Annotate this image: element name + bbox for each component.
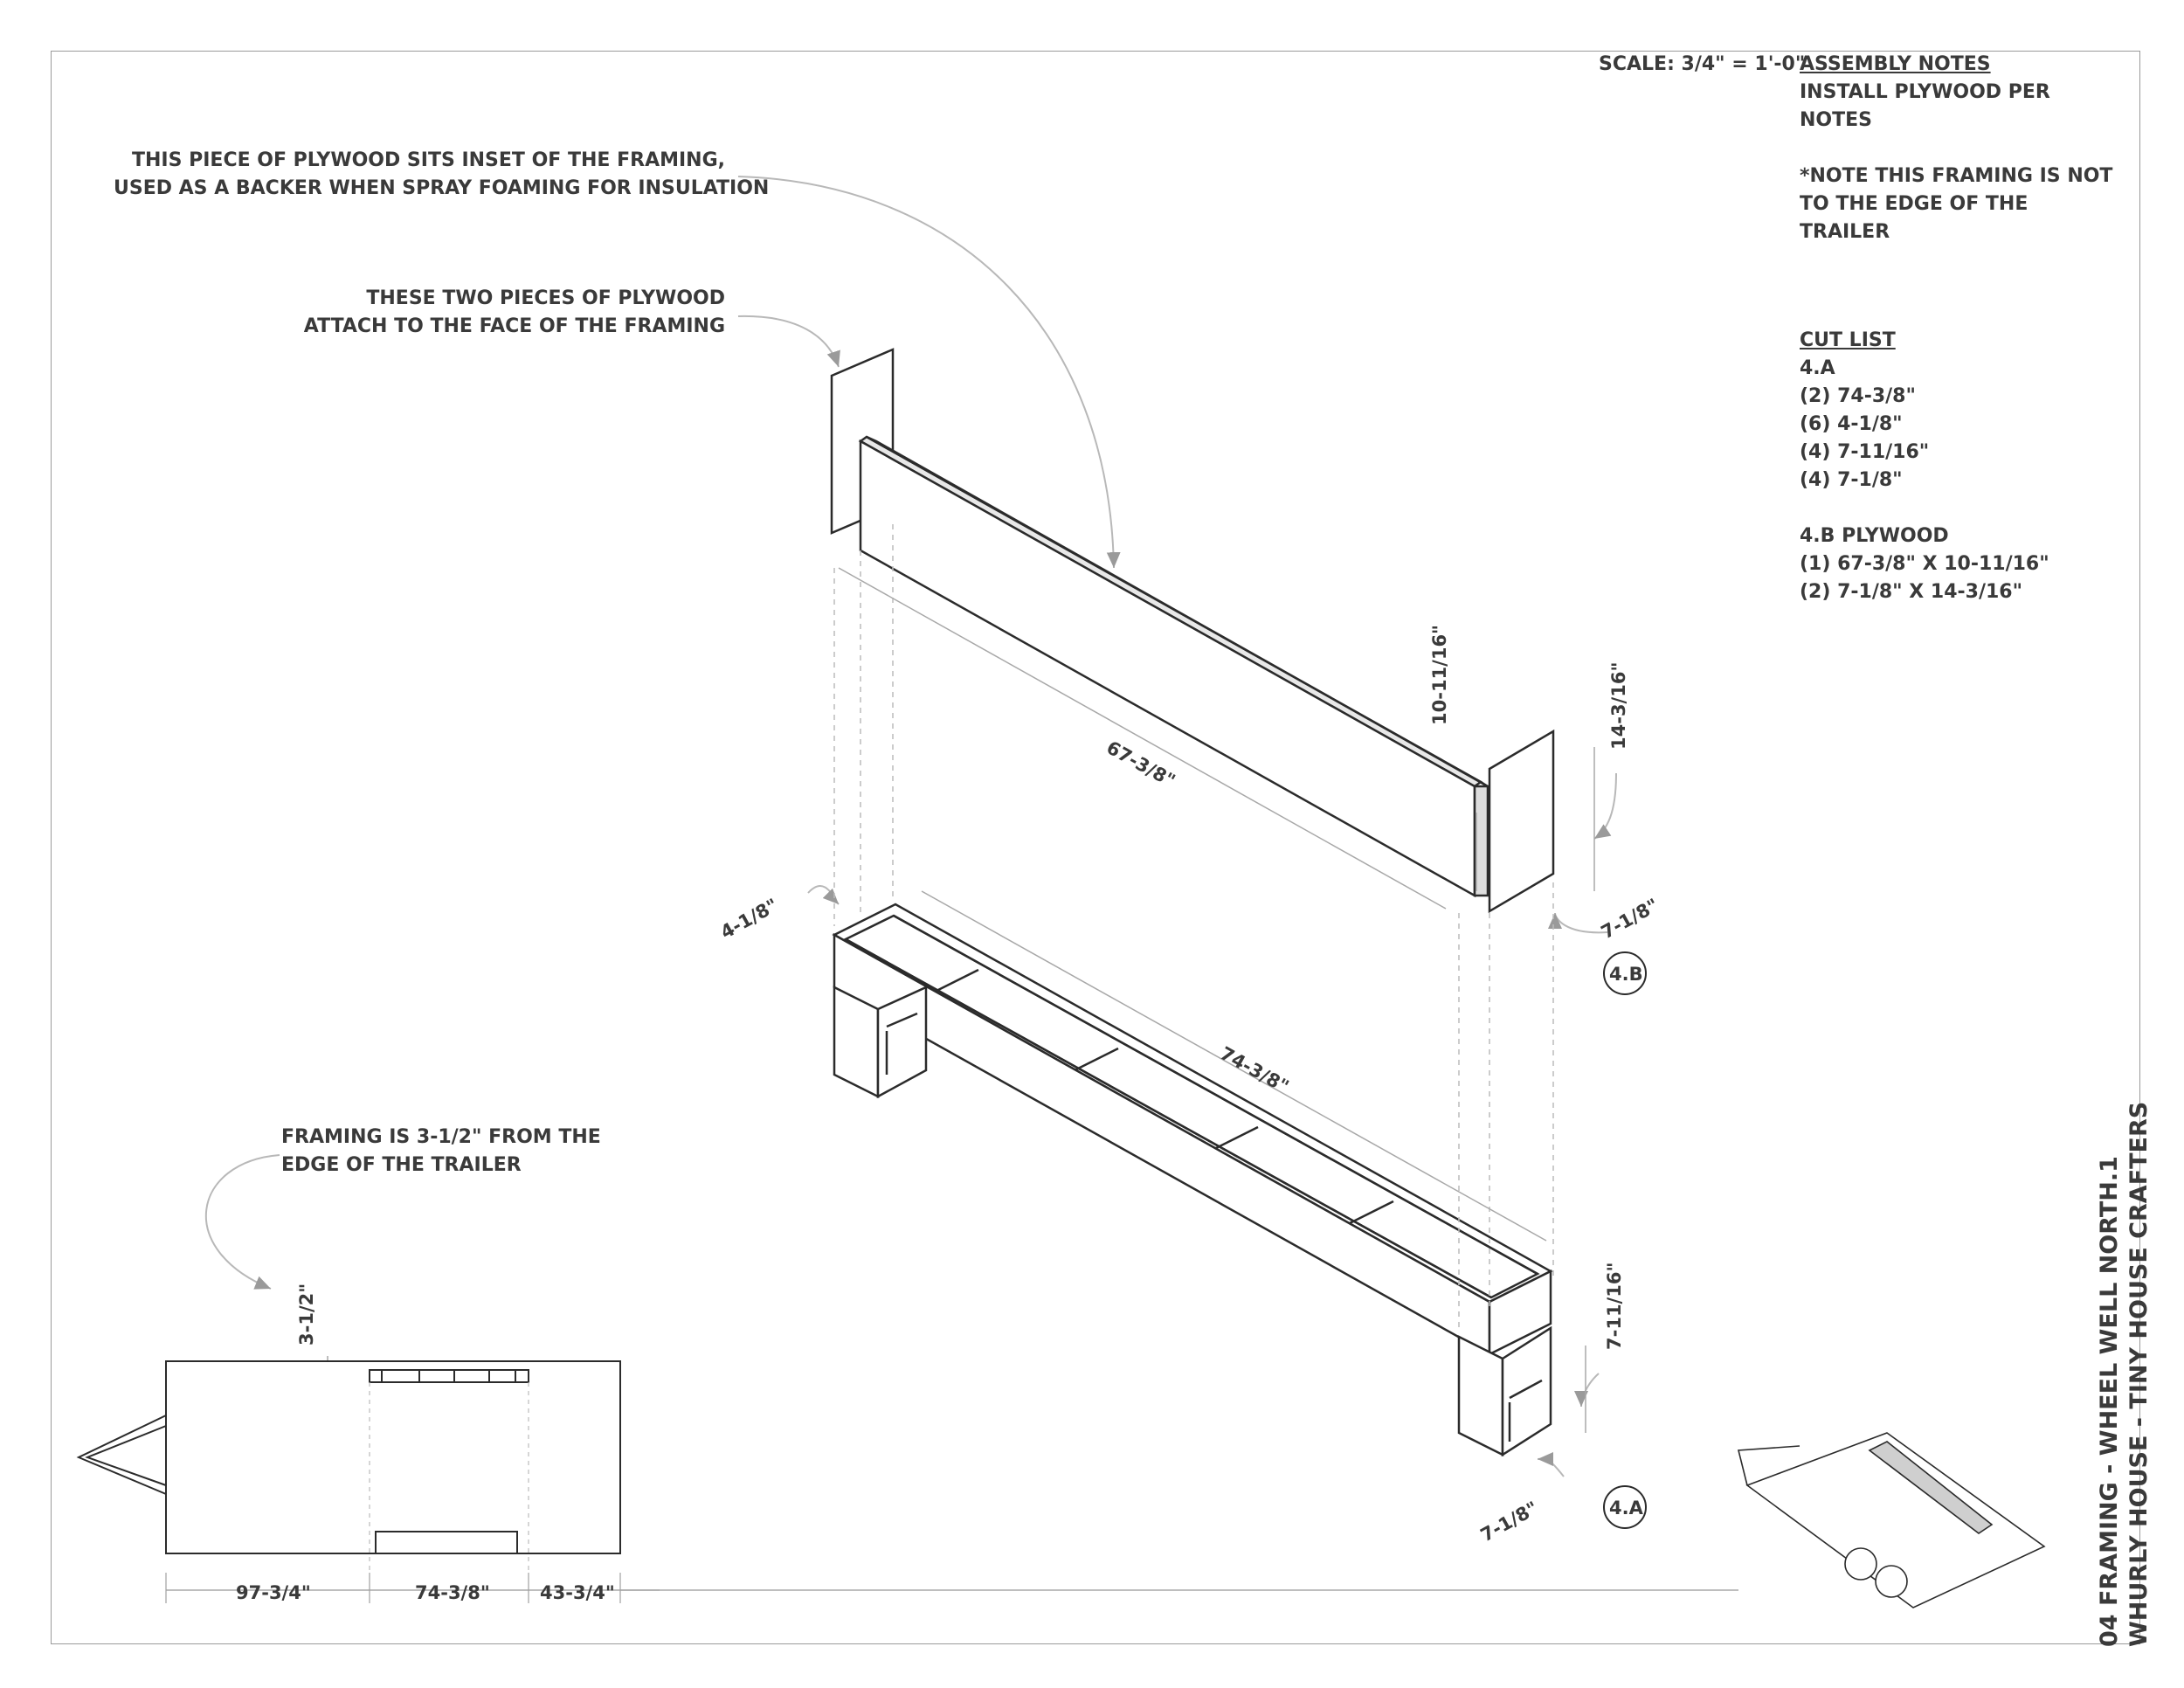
dim-frame-length: 74-3/8" bbox=[1217, 1042, 1293, 1097]
callout-face-plywood: THESE TWO PIECES OF PLYWOOD ATTACH TO TH… bbox=[303, 287, 725, 337]
title-block: 04 FRAMING - WHEEL WELL NORTH.1 WHURLY H… bbox=[2095, 1102, 2154, 1647]
cut-list-item: (2) 7-1/8" X 14-3/16" bbox=[1800, 581, 2023, 603]
dim-plywood-height: 10-11/16" bbox=[1429, 625, 1450, 725]
assembly-note-line: *NOTE THIS FRAMING IS NOT bbox=[1800, 165, 2113, 187]
dim-frame-width: 7-1/8" bbox=[1477, 1498, 1542, 1546]
title-line: 04 FRAMING - WHEEL WELL NORTH.1 bbox=[2096, 1156, 2123, 1647]
trailer-thumbnail-icon bbox=[1737, 1432, 2046, 1608]
dim-plan-mid: 74-3/8" bbox=[415, 1582, 490, 1603]
assembly-notes: ASSEMBLY NOTES INSTALL PLYWOOD PER NOTES… bbox=[1800, 51, 2112, 246]
dim-plan-right: 43-3/4" bbox=[540, 1582, 615, 1603]
sheet-border bbox=[51, 51, 2140, 1644]
plywood-4b bbox=[830, 348, 1555, 914]
tag-framing: 4.A bbox=[1609, 1498, 1644, 1519]
assembly-note-line: TRAILER bbox=[1800, 221, 1890, 243]
callout-framing-offset: FRAMING IS 3-1/2" FROM THE EDGE OF THE T… bbox=[281, 1126, 601, 1176]
callout-inset-plywood: THIS PIECE OF PLYWOOD SITS INSET OF THE … bbox=[114, 149, 770, 199]
tag-plywood: 4.B bbox=[1609, 964, 1643, 985]
cut-list-item: (4) 7-11/16" bbox=[1800, 441, 1930, 463]
dim-plywood-length: 67-3/8" bbox=[1103, 737, 1179, 792]
cut-list-item: (1) 67-3/8" X 10-11/16" bbox=[1800, 553, 2049, 575]
title-line: WHURLY HOUSE - TINY HOUSE CRAFTERS bbox=[2125, 1101, 2153, 1647]
dim-side-width: 7-1/8" bbox=[1598, 895, 1662, 943]
dim-side-height: 14-3/16" bbox=[1608, 662, 1629, 750]
dim-frame-height: 7-11/16" bbox=[1604, 1263, 1625, 1350]
dimension-lines bbox=[166, 567, 1738, 1591]
tag-bubbles bbox=[1603, 951, 1647, 1529]
projection-lines bbox=[833, 524, 1554, 1328]
cut-list-item: (2) 74-3/8" bbox=[1800, 385, 1916, 407]
assembly-note-line: TO THE EDGE OF THE bbox=[1800, 193, 2028, 215]
dim-plan-left: 97-3/4" bbox=[236, 1582, 311, 1603]
cut-list-item: (4) 7-1/8" bbox=[1800, 469, 1903, 491]
framing-4a bbox=[832, 903, 1553, 1457]
dim-offset: 3-1/2" bbox=[296, 1283, 317, 1346]
assembly-note-line: INSTALL PLYWOOD PER bbox=[1800, 81, 2050, 103]
dim-frame-depth: 4-1/8" bbox=[717, 895, 782, 943]
cut-list-item: (6) 4-1/8" bbox=[1800, 413, 1903, 435]
cut-list-group: 4.B PLYWOOD bbox=[1800, 525, 1949, 547]
cut-list: CUT LIST 4.A (2) 74-3/8" (6) 4-1/8" (4) … bbox=[1800, 327, 2049, 606]
plywood-backer bbox=[859, 439, 1476, 898]
cut-list-heading: CUT LIST bbox=[1800, 329, 1896, 351]
cut-list-group: 4.A bbox=[1800, 357, 1835, 379]
assembly-note-line: NOTES bbox=[1800, 109, 1872, 131]
plywood-side-right bbox=[1488, 729, 1555, 914]
scale-label: SCALE: 3/4" = 1'-0" bbox=[1599, 53, 1806, 75]
plan-view bbox=[76, 1360, 660, 1603]
assembly-notes-heading: ASSEMBLY NOTES bbox=[1800, 53, 1991, 75]
